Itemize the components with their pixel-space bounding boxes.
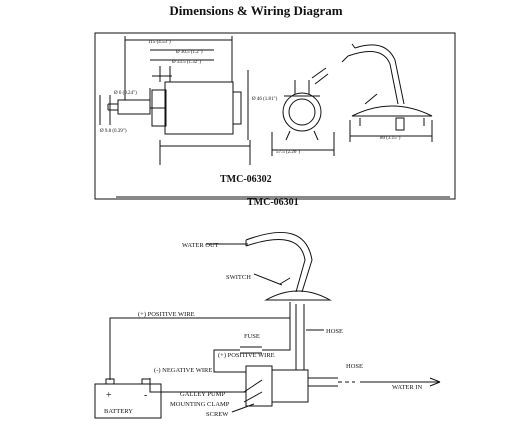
label-negative-wire: (-) NEGATIVE WIRE: [154, 367, 212, 374]
water-in-line: [338, 377, 441, 387]
leader-lines: [206, 243, 324, 413]
dim-diameter-b: Ø 33.5 (1.32"): [172, 60, 201, 65]
diagram-title: Dimensions & Wiring Diagram: [169, 3, 343, 18]
label-hose-top: HOSE: [326, 328, 343, 335]
dim-port-b: Ø 9.8 (0.39"): [100, 129, 127, 134]
pump-front-view: [271, 67, 335, 156]
wires: [109, 302, 291, 393]
label-mounting-clamp: MOUNTING CLAMP: [170, 401, 230, 408]
label-positive-wire: (+) POSITIVE WIRE: [218, 352, 275, 359]
wiring-pump: [245, 340, 338, 407]
dim-diameter-a: Ø 30.5 (1.2"): [176, 50, 203, 55]
dim-port: Ø 6 (0.24"): [114, 91, 137, 96]
dimensions-frame: [94, 32, 456, 200]
label-water-out: WATER OUT: [182, 242, 219, 249]
label-hose-right: HOSE: [346, 363, 363, 370]
dim-front-width: 57.5 (2.26"): [276, 150, 300, 155]
pump-side-view: [99, 36, 251, 165]
battery: [94, 378, 162, 419]
label-screw: SCREW: [206, 411, 229, 418]
faucet-drawing: [341, 43, 433, 142]
label-fuse: FUSE: [244, 333, 260, 340]
label-galley-pump: GALLEY PUMP: [180, 391, 225, 398]
label-battery: BATTERY: [104, 408, 133, 415]
dim-length: 115 (4.53"): [148, 40, 171, 45]
battery-plus: +: [106, 390, 112, 401]
model-label-a: TMC-06302: [220, 174, 272, 185]
battery-minus: -: [144, 390, 147, 401]
label-switch: SWITCH: [226, 274, 251, 281]
model-label-b: TMC-06301: [247, 197, 299, 208]
dim-faucet-width: 80 (3.15"): [380, 136, 401, 141]
label-water-in: WATER IN: [392, 384, 422, 391]
label-positive-wire-top: (+) POSITIVE WIRE: [138, 311, 195, 318]
dim-height: Ø 46 (1.81"): [252, 97, 278, 102]
wiring-faucet: [245, 232, 332, 340]
